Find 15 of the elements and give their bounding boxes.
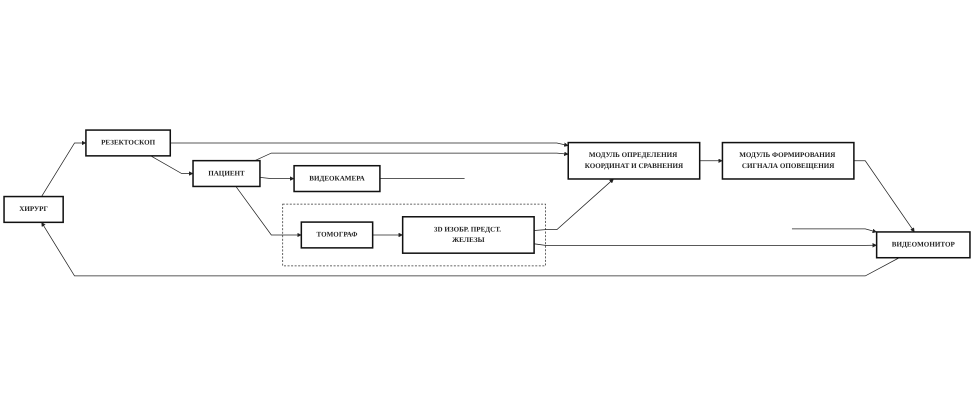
arrow — [236, 186, 302, 238]
arrow — [534, 178, 614, 231]
arrow — [854, 160, 915, 232]
arrow — [372, 232, 403, 238]
arrow — [170, 142, 568, 147]
arrow — [699, 158, 723, 163]
arrow — [150, 155, 194, 176]
arrow — [534, 243, 877, 248]
arrow — [41, 140, 86, 197]
arrow — [792, 228, 877, 234]
connector — [380, 178, 465, 179]
cluster — [282, 204, 546, 266]
arrow — [254, 152, 568, 162]
arrow — [41, 222, 900, 276]
arrow — [260, 176, 294, 181]
